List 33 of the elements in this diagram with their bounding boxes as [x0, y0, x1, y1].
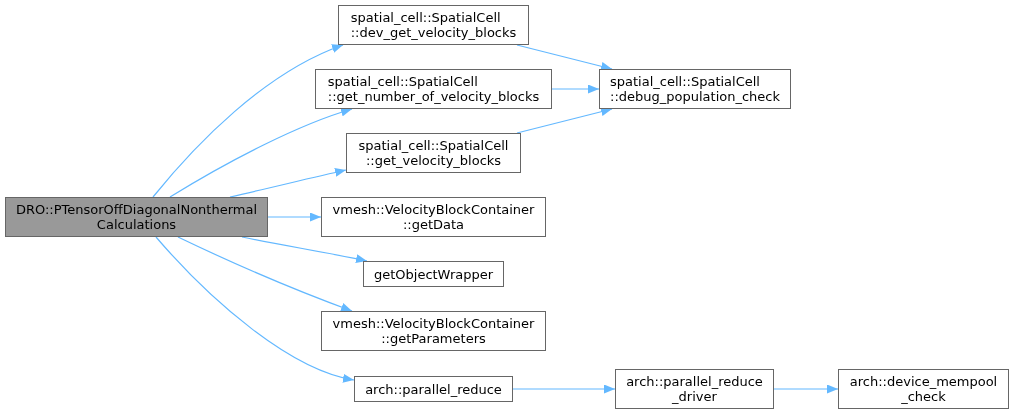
call-arrow	[773, 384, 839, 394]
call-arrow	[169, 108, 353, 198]
call-arrow	[177, 236, 353, 312]
function-box	[346, 133, 521, 173]
function-name: getObjectWrapper	[373, 266, 494, 282]
function-box	[354, 376, 513, 402]
function-name: vmesh::VelocityBlockContainer ::getData	[332, 202, 535, 232]
function-box	[615, 369, 774, 409]
function-box	[315, 69, 552, 109]
function-name: vmesh::VelocityBlockContainer ::getParameters	[332, 316, 535, 346]
function-box	[321, 197, 546, 237]
call-arrow	[155, 236, 355, 382]
call-arrow	[267, 212, 322, 222]
call-arrow	[516, 107, 613, 134]
call-arrow	[512, 384, 616, 394]
call-arrow	[516, 44, 613, 71]
function-name: spatial_cell::SpatialCell ::get_number_of_velocity_blocks	[327, 74, 540, 104]
selected-function-box	[5, 197, 268, 237]
function-box	[338, 5, 529, 45]
function-name: spatial_cell::SpatialCell ::dev_get_velocity_blocks	[350, 10, 517, 40]
function-box	[838, 369, 1009, 409]
function-box	[599, 69, 791, 109]
call-arrow	[229, 168, 347, 198]
function-name: DRO::PTensorOffDiagonalNonthermal Calculations	[15, 202, 258, 232]
call-arrow	[551, 84, 600, 94]
function-name: arch::parallel_reduce _driver	[626, 374, 763, 404]
function-name: arch::device_mempool _check	[849, 374, 998, 404]
function-name: spatial_cell::SpatialCell ::debug_population_check	[610, 74, 780, 104]
function-box	[363, 261, 504, 287]
function-name: spatial_cell::SpatialCell ::get_velocity_blocks	[358, 138, 509, 168]
call-arrow	[152, 44, 344, 198]
function-box	[321, 311, 546, 351]
function-name: arch::parallel_reduce	[365, 381, 502, 397]
